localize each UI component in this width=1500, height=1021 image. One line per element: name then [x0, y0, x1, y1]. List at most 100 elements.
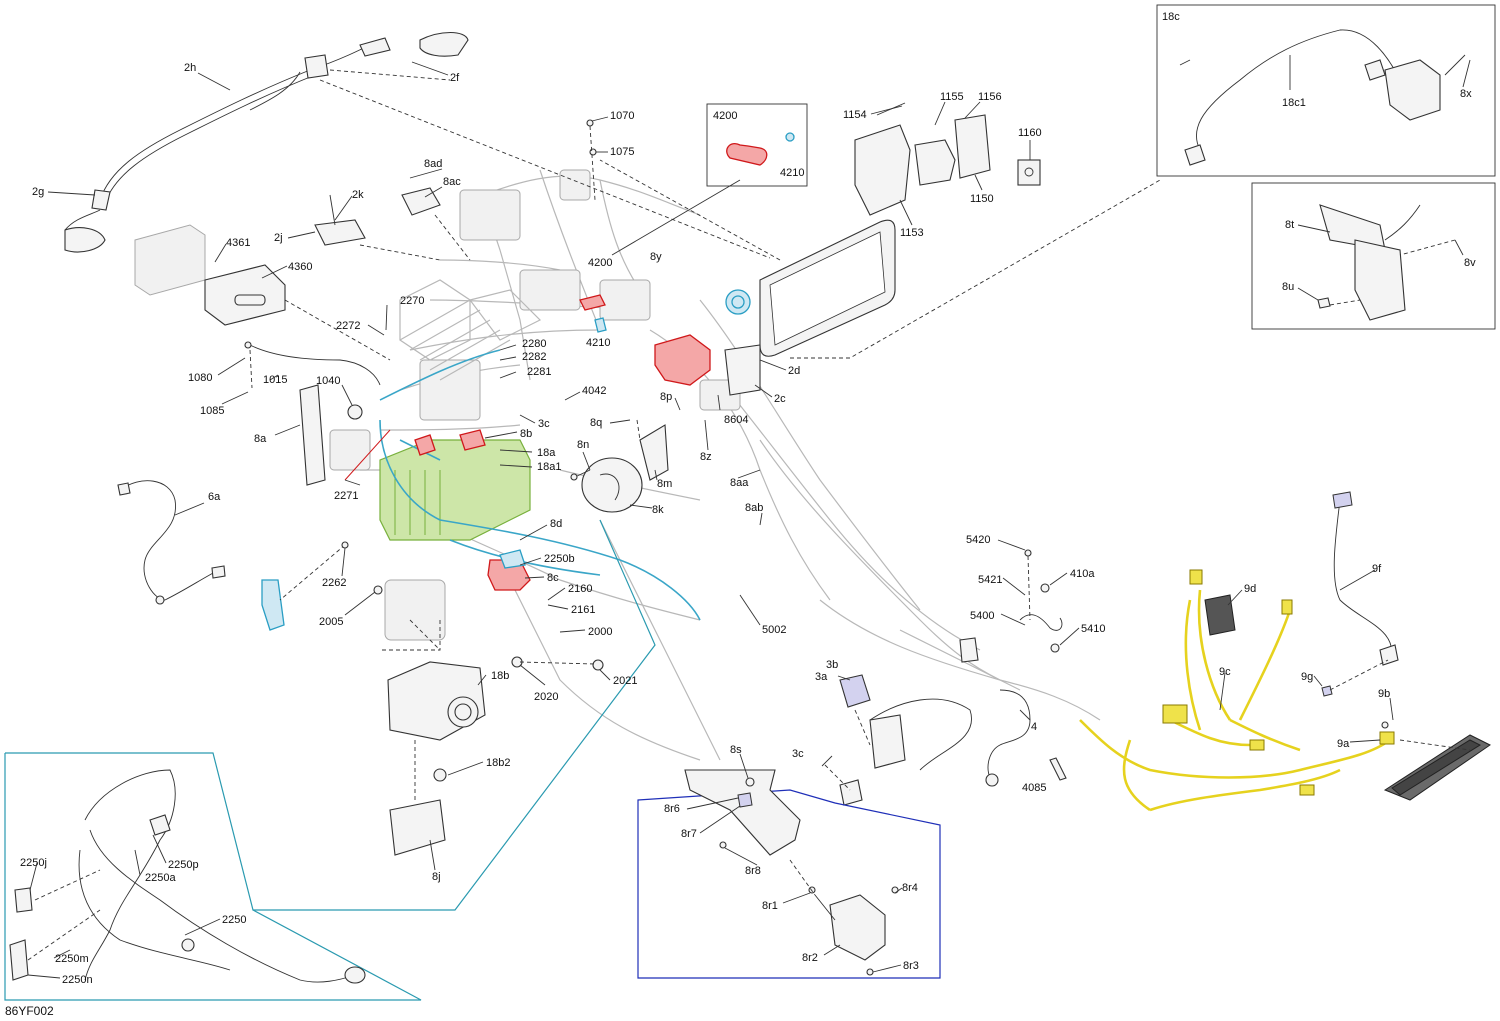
- red-clip-4200: [726, 143, 768, 166]
- label-2k: 2k: [352, 189, 364, 201]
- label-410a: 410a: [1070, 568, 1095, 580]
- label-9a: 9a: [1337, 738, 1350, 750]
- grommet-1040: [347, 404, 363, 420]
- label-4042: 4042: [582, 385, 606, 397]
- label-5002: 5002: [762, 624, 786, 636]
- label-8r6: 8r6: [664, 803, 680, 815]
- label-8z: 8z: [700, 451, 712, 463]
- label-5410: 5410: [1081, 623, 1105, 635]
- label-8r8: 8r8: [745, 865, 761, 877]
- label-8c: 8c: [547, 572, 559, 584]
- label-2281: 2281: [527, 366, 551, 378]
- label-8ad: 8ad: [424, 158, 442, 170]
- label-9d: 9d: [1244, 583, 1256, 595]
- label-2262: 2262: [322, 577, 346, 589]
- label-8n: 8n: [577, 439, 589, 451]
- inset-18c: [1156, 4, 1496, 177]
- yellow-harness-9c: [1079, 569, 1395, 812]
- label-2250: 2250: [222, 914, 246, 926]
- module-2j: [314, 194, 441, 261]
- label-8q: 8q: [590, 417, 602, 429]
- label-8r2: 8r2: [802, 952, 818, 964]
- label-4361: 4361: [226, 237, 250, 249]
- inset-8t: [1251, 182, 1496, 330]
- harness-4: [959, 637, 1031, 787]
- label-2250n: 2250n: [62, 974, 93, 986]
- label-2250j: 2250j: [20, 857, 47, 869]
- component-18a-green: [379, 439, 531, 541]
- label-8a: 8a: [254, 433, 267, 445]
- label-4360: 4360: [288, 261, 312, 273]
- label-2160: 2160: [568, 583, 592, 595]
- label-8s: 8s: [730, 744, 742, 756]
- label-8r4: 8r4: [902, 882, 918, 894]
- display-screen: [599, 159, 896, 357]
- label-2250p: 2250p: [168, 859, 199, 871]
- blue-bracket-2262: [261, 579, 285, 631]
- harness-6a: [117, 480, 226, 605]
- leader-display-18c: [790, 179, 1161, 359]
- label-2021: 2021: [613, 675, 637, 687]
- label-8y: 8y: [650, 251, 662, 263]
- label-3a: 3a: [815, 671, 828, 683]
- horn-8k: [570, 457, 643, 513]
- label-2271: 2271: [334, 490, 358, 502]
- label-4200: 4200: [588, 257, 612, 269]
- label-8v: 8v: [1464, 257, 1476, 269]
- label-8ab: 8ab: [745, 502, 763, 514]
- label-5400: 5400: [970, 610, 994, 622]
- label-8r3: 8r3: [903, 960, 919, 972]
- bracket-2c: [724, 344, 761, 396]
- ghosted-vehicle-structure: [329, 169, 1101, 761]
- label-2270: 2270: [400, 295, 424, 307]
- label-3b: 3b: [826, 659, 838, 671]
- harness-9f: [1332, 491, 1399, 666]
- label-1150: 1150: [970, 193, 994, 205]
- connector-9g: [1321, 659, 1389, 697]
- label-1075: 1075: [610, 146, 634, 158]
- harness-1015: [244, 341, 381, 389]
- label-18a1: 18a1: [537, 461, 561, 473]
- label-8aa: 8aa: [730, 477, 749, 489]
- label-4085: 4085: [1022, 782, 1046, 794]
- label-2d: 2d: [788, 365, 800, 377]
- label-1154: 1154: [843, 109, 867, 121]
- label-3c-lower: 3c: [792, 748, 804, 760]
- label-2250b: 2250b: [544, 553, 575, 565]
- label-1153: 1153: [900, 227, 924, 239]
- fasteners-2020-2021: [511, 656, 604, 686]
- label-2g: 2g: [32, 186, 44, 198]
- label-8r1: 8r1: [762, 900, 778, 912]
- label-2020: 2020: [534, 691, 558, 703]
- inset-8r-navy: [637, 769, 941, 979]
- bracket-8m: [636, 419, 669, 481]
- label-8t: 8t: [1285, 219, 1294, 231]
- label-18b2: 18b2: [486, 757, 510, 769]
- label-4200-inset: 4200: [713, 110, 737, 122]
- label-8604: 8604: [724, 414, 748, 426]
- red-actuator-8604: [654, 334, 711, 386]
- label-2005: 2005: [319, 616, 343, 628]
- bracket-8a: [274, 384, 326, 486]
- switch-3a: [824, 674, 972, 806]
- label-18a: 18a: [537, 447, 556, 459]
- leader-lines: [27, 55, 1471, 979]
- label-8b: 8b: [520, 428, 532, 440]
- label-2000: 2000: [588, 626, 612, 638]
- label-8x: 8x: [1460, 88, 1472, 100]
- part-labels: 2h 2f 2g 2k 2j 8ad 8ac 4361 4360 1070 10…: [5, 11, 1476, 1018]
- module-4360: [134, 224, 391, 361]
- label-8d: 8d: [550, 518, 562, 530]
- label-9b: 9b: [1378, 688, 1390, 700]
- module-8ac: [401, 187, 471, 261]
- label-2280: 2280: [522, 338, 546, 350]
- label-18c1: 18c1: [1282, 97, 1306, 109]
- bracket-5400: [1019, 549, 1063, 653]
- label-2250m: 2250m: [55, 953, 89, 965]
- label-8m: 8m: [657, 478, 672, 490]
- part-4085: [1049, 757, 1067, 781]
- switch-panel-1150: [854, 102, 1041, 216]
- label-2250a: 2250a: [145, 872, 176, 884]
- inset-2250-teal: [4, 519, 656, 1001]
